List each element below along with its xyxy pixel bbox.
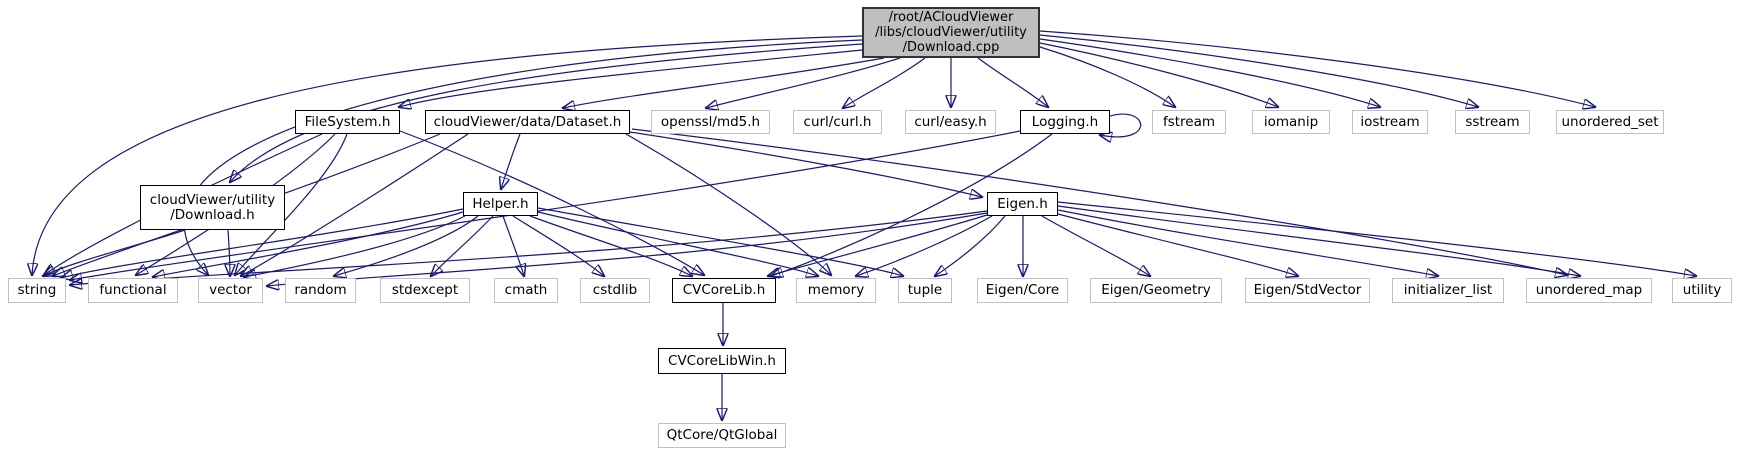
node-cvcorelibwin-h[interactable]: CVCoreLibWin.h — [658, 348, 786, 374]
node-utility: utility — [1672, 278, 1732, 303]
node-cvcorelib-h[interactable]: CVCoreLib.h — [672, 278, 776, 303]
node-cmath: cmath — [494, 278, 558, 303]
node-random: random — [285, 278, 356, 303]
node-helper-h[interactable]: Helper.h — [463, 192, 538, 216]
node-functional: functional — [88, 278, 178, 303]
node-filesystem-h[interactable]: FileSystem.h — [295, 110, 400, 134]
node-eigen-stdvector: Eigen/StdVector — [1245, 278, 1370, 303]
node-eigen-h[interactable]: Eigen.h — [987, 192, 1058, 216]
node-eigen-core: Eigen/Core — [977, 278, 1068, 303]
node-eigen-geometry: Eigen/Geometry — [1090, 278, 1222, 303]
node-string: string — [8, 278, 66, 303]
node-cstdlib: cstdlib — [580, 278, 650, 303]
node-curl-easy-h: curl/easy.h — [905, 110, 996, 134]
node-fstream: fstream — [1152, 110, 1226, 134]
node-iomanip: iomanip — [1252, 110, 1330, 134]
node-logging-h[interactable]: Logging.h — [1020, 110, 1110, 134]
node-sstream: sstream — [1455, 110, 1530, 134]
node-tuple: tuple — [898, 278, 952, 303]
node-download-cpp: /root/ACloudViewer /libs/cloudViewer/uti… — [862, 7, 1040, 58]
node-unordered-set: unordered_set — [1556, 110, 1664, 134]
node-qtcore-qtglobal: QtCore/QtGlobal — [658, 423, 786, 448]
node-stdexcept: stdexcept — [380, 278, 470, 303]
node-dataset-h[interactable]: cloudViewer/data/Dataset.h — [425, 110, 630, 134]
node-openssl-md5-h: openssl/md5.h — [651, 110, 770, 134]
node-vector: vector — [198, 278, 263, 303]
node-initializer-list: initializer_list — [1392, 278, 1504, 303]
node-unordered-map: unordered_map — [1526, 278, 1652, 303]
node-iostream: iostream — [1352, 110, 1428, 134]
node-utility-download-h[interactable]: cloudViewer/utility /Download.h — [140, 185, 285, 230]
node-curl-curl-h: curl/curl.h — [793, 110, 882, 134]
node-memory: memory — [796, 278, 876, 303]
